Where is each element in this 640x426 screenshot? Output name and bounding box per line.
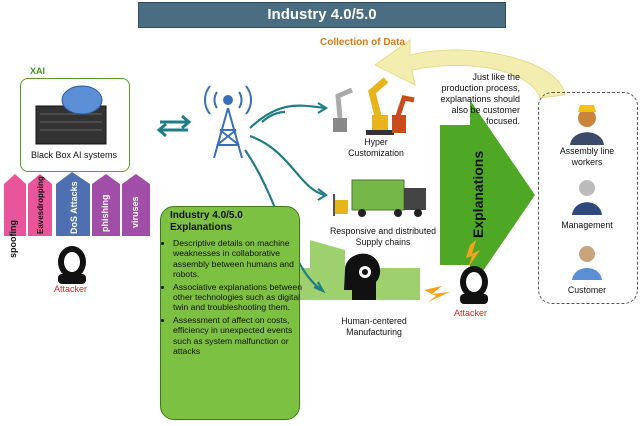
diagram-title: Industry 4.0/5.0 bbox=[138, 2, 506, 28]
assembly-worker-icon bbox=[570, 105, 604, 145]
pane-bullet: Associative explanations between other t… bbox=[173, 282, 305, 313]
customer-label: Customer bbox=[567, 285, 607, 295]
attack-tag-bg bbox=[4, 174, 26, 236]
robot-arm-icon bbox=[333, 77, 415, 135]
truck-icon bbox=[333, 179, 426, 217]
antenna-tower-icon bbox=[203, 85, 253, 159]
black-box-server-icon bbox=[35, 85, 107, 145]
human-gear-icon bbox=[344, 253, 381, 300]
black-box-caption: Black Box AI systems bbox=[30, 150, 118, 160]
attack-tag-text: Eavesdropping bbox=[36, 176, 45, 234]
collection-arrow bbox=[374, 39, 566, 99]
attack-tag-dos: DoS Attacks bbox=[60, 181, 88, 234]
attack-tag-bg bbox=[122, 174, 150, 236]
hyper-customization-label: Hyper Customization bbox=[348, 137, 404, 158]
attack-tag-phishing: phishing bbox=[94, 190, 118, 233]
attack-tag-text: DoS Attacks bbox=[69, 181, 79, 234]
customer-icon bbox=[572, 246, 602, 280]
collection-of-data-label: Collection of Data bbox=[320, 37, 406, 48]
attacker-icon bbox=[58, 246, 86, 284]
attack-tag-text: phishing bbox=[100, 194, 110, 233]
explanations-pane bbox=[160, 206, 300, 420]
attack-tags: spoofing Eavesdropping DoS Attacks phish… bbox=[0, 172, 160, 258]
attack-tag-viruses: viruses bbox=[124, 190, 148, 230]
attack-tag-bg bbox=[28, 174, 52, 236]
attacker-icon-right bbox=[460, 266, 488, 304]
management-label: Management bbox=[561, 220, 613, 230]
xai-label: XAI bbox=[30, 66, 46, 76]
management-icon bbox=[572, 180, 602, 215]
black-box-ai-panel bbox=[20, 78, 130, 172]
attacker-label-right: Attacker bbox=[454, 308, 488, 318]
attack-tag-spoofing: spoofing bbox=[6, 190, 24, 258]
attack-tag-bg bbox=[56, 172, 90, 236]
explanations-arrow bbox=[440, 100, 535, 290]
xai-exchange-icon bbox=[156, 114, 192, 138]
attack-tag-text: viruses bbox=[130, 196, 140, 228]
attacker-label-left: Attacker bbox=[54, 284, 88, 294]
stakeholders-box bbox=[538, 92, 638, 304]
customer-focus-quote: Just like the production process, explan… bbox=[440, 72, 520, 126]
human-centered-label: Human-centered Manufacturing bbox=[341, 316, 407, 337]
pane-bullet: Assessment of affect on costs, efficienc… bbox=[173, 315, 305, 357]
assembly-workers-label: Assembly line workers bbox=[559, 146, 615, 167]
pane-bullet-list: Descriptive details on machine weaknesse… bbox=[163, 238, 305, 358]
pane-title: Industry 4.0/5.0 Explanations bbox=[170, 210, 243, 233]
attack-tags-svg bbox=[4, 172, 150, 236]
pane-bullet: Descriptive details on machine weaknesse… bbox=[173, 238, 305, 280]
attack-tag-bg bbox=[92, 174, 120, 236]
attack-tag-text: spoofing bbox=[8, 220, 18, 258]
explanations-text: Explanations bbox=[470, 150, 486, 238]
lightning-icon bbox=[424, 240, 480, 302]
supply-chains-label: Responsive and distributed Supply chains bbox=[329, 226, 437, 247]
attack-tag-eavesdropping: Eavesdropping bbox=[30, 176, 52, 234]
